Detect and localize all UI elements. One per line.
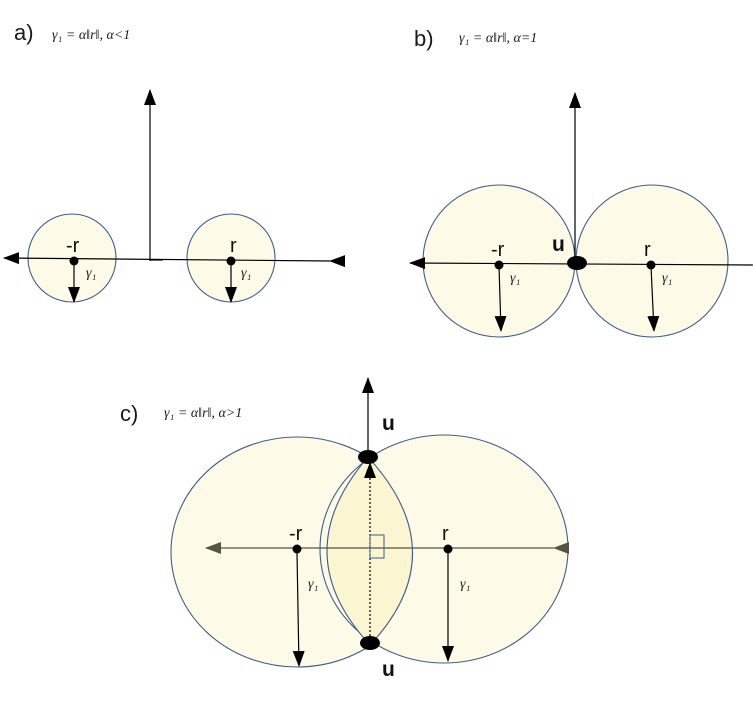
label-neg-r: -r — [66, 235, 80, 257]
label-u-top: u — [382, 412, 395, 435]
panel-a-formula: γ₁ = α‖r‖, α<1 — [52, 28, 130, 43]
radius-label-pos: γ₁ — [460, 577, 470, 592]
panel-b-formula: γ₁ = α‖r‖, α=1 — [459, 31, 537, 46]
radius-label-pos: γ₁ — [241, 266, 251, 281]
radius-arrow-neg — [292, 552, 305, 667]
point-u-bottom — [360, 636, 380, 650]
panel-c-label: c) — [120, 401, 138, 426]
label-u-bottom: u — [382, 658, 395, 681]
point-u-top — [358, 450, 378, 464]
label-pos-r: r — [230, 235, 237, 257]
panel-c: c) γ₁ = α‖r‖, α>1 -r r u u γ₁ γ₁ — [120, 377, 569, 681]
radius-label-neg: γ₁ — [308, 577, 318, 592]
point-neg-r — [69, 256, 79, 266]
radius-arrow-neg — [494, 265, 507, 332]
point-pos-r — [646, 260, 656, 270]
right-angle-marker — [369, 534, 385, 559]
point-pos-r — [226, 256, 236, 266]
point-neg-r — [494, 260, 504, 270]
point-neg-r — [292, 544, 302, 554]
label-pos-r: r — [442, 523, 449, 545]
point-u — [567, 256, 587, 270]
panel-b: b) γ₁ = α‖r‖, α=1 -r r u γ₁ γ₁ — [409, 26, 753, 338]
point-pos-r — [443, 544, 453, 554]
panel-a: a) γ₁ = α‖r‖, α<1 -r r γ₁ γ₁ — [3, 20, 346, 303]
radius-label-neg: γ₁ — [510, 271, 520, 286]
panel-a-label: a) — [14, 20, 34, 45]
radius-arrow-pos — [647, 265, 660, 332]
horizontal-axis — [3, 252, 346, 268]
panel-b-label: b) — [414, 26, 434, 51]
label-neg-r: -r — [491, 239, 505, 261]
radius-label-neg: γ₁ — [86, 266, 96, 281]
label-u: u — [552, 233, 565, 256]
label-pos-r: r — [644, 239, 651, 261]
radius-label-pos: γ₁ — [662, 271, 672, 286]
label-neg-r: -r — [289, 523, 303, 545]
panel-c-formula: γ₁ = α‖r‖, α>1 — [164, 406, 242, 421]
